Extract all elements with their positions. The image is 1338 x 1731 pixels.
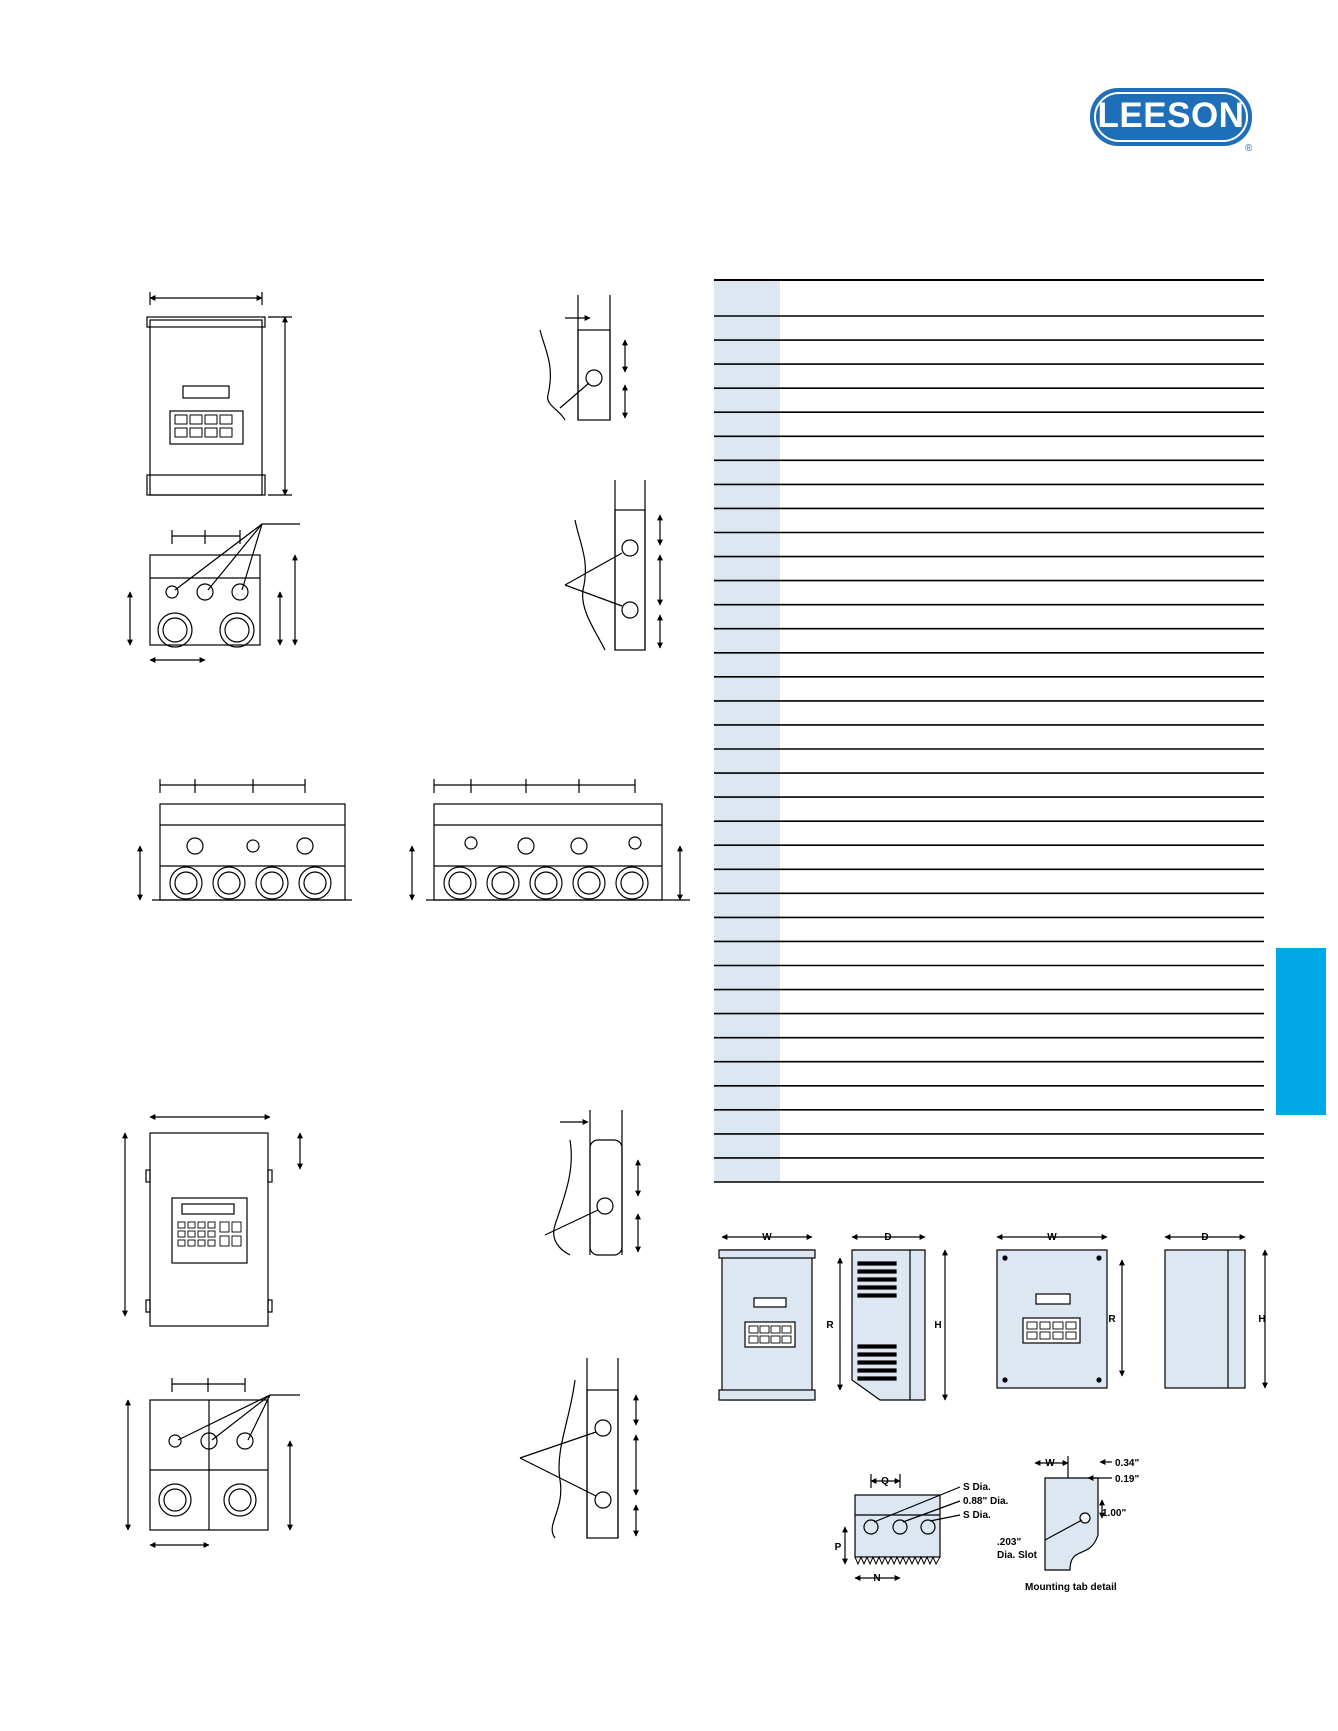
drive-front-view-small: [146, 292, 292, 496]
label-s-dia-2: S Dia.: [963, 1510, 991, 1521]
table-key-column: [714, 280, 780, 1182]
section-tab: [1276, 948, 1326, 1115]
bottom-view-4-conduits: [137, 779, 352, 901]
conduit-detail: [842, 1474, 961, 1581]
label-mounting-tab-detail: Mounting tab detail: [1025, 1582, 1117, 1593]
brand-name: LEESON: [1097, 96, 1245, 135]
label-088-dia: 0.88" Dia.: [963, 1496, 1009, 1507]
drive-front-view-large: [122, 1114, 303, 1327]
label-p: P: [835, 1542, 842, 1553]
mounting-tab-detail-1: [539, 295, 628, 421]
registered-mark: ®: [1245, 143, 1253, 154]
mounting-tab-detail-3: [544, 1110, 641, 1256]
label-019: 0.19": [1115, 1474, 1139, 1485]
label-d-b: D: [1201, 1232, 1208, 1243]
label-h-b: H: [1258, 1314, 1265, 1325]
leeson-logo: [1090, 88, 1252, 146]
label-w-b: W: [1047, 1232, 1057, 1243]
bottom-view-5-conduits: [409, 779, 690, 901]
drive-bottom-view-small: [127, 523, 300, 663]
label-w-a: W: [762, 1232, 772, 1243]
label-slot-b: Dia. Slot: [997, 1550, 1038, 1561]
mounting-tab-detail-small: [1034, 1456, 1112, 1571]
label-s-dia-1: S Dia.: [963, 1482, 991, 1493]
drive-bottom-view-large: [125, 1378, 300, 1548]
drive-side-view-b: [1164, 1234, 1268, 1389]
label-r-b: R: [1108, 1314, 1116, 1325]
label-slot-a: .203": [997, 1537, 1021, 1548]
mounting-tab-detail-4: [519, 1358, 639, 1539]
label-r-a: R: [826, 1320, 834, 1331]
label-d-a: D: [884, 1232, 891, 1243]
drive-front-view-a: [718, 1234, 843, 1401]
label-034: 0.34": [1115, 1458, 1139, 1469]
label-q: Q: [881, 1476, 889, 1487]
label-n: N: [873, 1573, 880, 1584]
drive-front-view-b: [996, 1234, 1125, 1389]
drive-side-view-a: [851, 1234, 948, 1401]
label-w-tab: W: [1045, 1458, 1055, 1469]
label-100: 1.00": [1102, 1508, 1126, 1519]
mounting-tab-detail-2: [564, 480, 663, 651]
label-h-a: H: [934, 1320, 941, 1331]
